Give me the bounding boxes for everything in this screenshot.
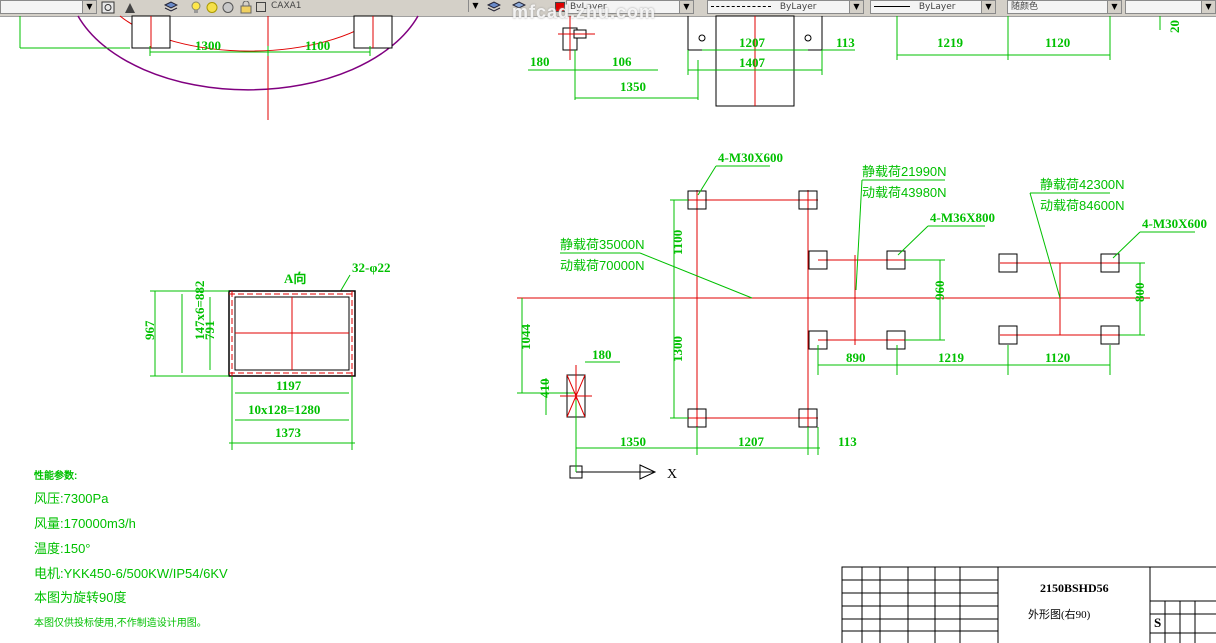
- notes-block: 性能参数: 风压:7300Pa 风量:170000m3/h 温度:150° 电机…: [33, 469, 228, 629]
- linetype-combo[interactable]: ByLayer ▼: [707, 0, 864, 14]
- ucs-icon: X: [569, 400, 677, 482]
- dim-410-plan: 410: [537, 379, 552, 399]
- toolbar-left-combo[interactable]: ▼: [0, 0, 97, 14]
- dim-180-top: 180: [530, 54, 550, 69]
- dim-1350-plan: 1350: [620, 434, 646, 449]
- note-footer: 本图仅供投标使用,不作制造设计用图。: [34, 616, 207, 629]
- dim-960-plan: 960: [932, 281, 947, 301]
- chevron-down-icon[interactable]: ▼: [468, 0, 482, 12]
- dim-1044-plan: 1044: [518, 324, 533, 351]
- color-combo[interactable]: ByLayer ▼: [566, 0, 694, 14]
- notes-header: 性能参数:: [33, 469, 77, 482]
- color-red-swatch: [555, 2, 565, 12]
- dim-1300-top: 1300: [195, 38, 221, 53]
- load2-static: 静载荷21990N: [862, 164, 947, 179]
- lineweight-preview: [874, 6, 910, 7]
- load3-static: 静载荷42300N: [1040, 177, 1125, 192]
- linetype-combo-label: ByLayer: [779, 2, 817, 12]
- chevron-down-icon[interactable]: ▼: [1201, 1, 1215, 13]
- note-temp: 温度:150°: [34, 541, 91, 556]
- lineweight-combo[interactable]: ByLayer ▼: [870, 0, 996, 14]
- title-block: 2150BSHD56 外形图(右90) S: [841, 566, 1216, 643]
- plan-view: 4-M30X600 4-M36X800 4-M30X600 静载荷35000N …: [517, 150, 1207, 482]
- dim-106-top: 106: [612, 54, 632, 69]
- linetype-preview: [711, 6, 771, 7]
- plotstyle-combo-label: 随颜色: [1011, 2, 1039, 12]
- note-flow: 风量:170000m3/h: [34, 516, 136, 531]
- bolt-label-2: 4-M36X800: [930, 210, 995, 225]
- dim-1373: 1373: [275, 425, 302, 440]
- load1-dynamic: 动载荷70000N: [560, 258, 645, 273]
- toolbar-right-combo[interactable]: ▼: [1125, 0, 1216, 14]
- note-pressure: 风压:7300Pa: [34, 491, 109, 506]
- layer-combo[interactable]: CAXA1 ▼: [268, 0, 482, 14]
- top-middle-view: 180 106 1350 1207 1407 113: [528, 15, 855, 107]
- bolt-label-3: 4-M30X600: [1142, 216, 1207, 231]
- view-a-title: A向: [284, 271, 306, 286]
- bolt-label-1: 4-M30X600: [718, 150, 783, 165]
- sun-icon[interactable]: [205, 1, 219, 14]
- dim-1197: 1197: [276, 378, 302, 393]
- dim-1100-plan: 1100: [670, 230, 685, 255]
- chevron-down-icon[interactable]: ▼: [981, 1, 995, 13]
- dim-1120-plan: 1120: [1045, 350, 1070, 365]
- note-motor: 电机:YKK450-6/500KW/IP54/6KV: [34, 566, 228, 581]
- sheet-letter: S: [1154, 615, 1161, 630]
- lightbulb-icon[interactable]: [189, 1, 203, 14]
- dim-791: 791: [202, 321, 217, 341]
- note-rotation: 本图为旋转90度: [34, 590, 126, 605]
- dim-1100-top: 1100: [305, 38, 330, 53]
- cad-toolbar: ▼ CAXA1 ▼ ByLayer ▼ ByLayer ▼ ByLayer ▼ …: [0, 0, 1216, 17]
- lineweight-combo-label: ByLayer: [918, 2, 956, 12]
- layer-prev-icon[interactable]: [101, 1, 115, 14]
- layer-manager-icon[interactable]: [164, 1, 178, 14]
- load2-dynamic: 动载荷43980N: [862, 185, 947, 200]
- chevron-down-icon[interactable]: ▼: [849, 1, 863, 13]
- top-right-dims: 1219 1120 20: [896, 16, 1182, 60]
- make-current-icon[interactable]: [512, 1, 526, 14]
- view-a-holes: 32-φ22: [352, 260, 390, 275]
- chevron-down-icon[interactable]: ▼: [82, 1, 96, 13]
- dim-1207-top: 1207: [739, 35, 766, 50]
- load1-static: 静载荷35000N: [560, 237, 645, 252]
- dim-967: 967: [142, 320, 157, 340]
- chevron-down-icon[interactable]: ▼: [679, 1, 693, 13]
- bolt-squares: [687, 190, 1120, 428]
- match-layer-icon[interactable]: [123, 1, 137, 14]
- dim-1207-plan: 1207: [738, 434, 765, 449]
- dim-890-plan: 890: [846, 350, 866, 365]
- layer-name: CAXA1: [271, 1, 302, 11]
- drawing-number: 2150BSHD56: [1040, 581, 1109, 595]
- top-left-view: 1300 1100: [19, 15, 419, 120]
- dim-1120-top: 1120: [1045, 35, 1070, 50]
- watermark: mfcad.zhu.com: [512, 2, 657, 22]
- color-combo-label: ByLayer: [570, 2, 607, 12]
- layer-properties-icon[interactable]: [487, 1, 501, 14]
- dim-1219-plan: 1219: [938, 350, 965, 365]
- view-a-flange: A向 32-φ22 967 147x6=882 791 1197 10x128=…: [142, 260, 390, 450]
- dim-20-top: 20: [1167, 20, 1182, 33]
- color-swatch-icon: [256, 2, 266, 12]
- dim-147x6: 147x6=882: [192, 281, 207, 340]
- dim-1300-plan: 1300: [670, 336, 685, 362]
- lock-icon[interactable]: [221, 1, 235, 14]
- load3-dynamic: 动载荷84600N: [1040, 198, 1125, 213]
- dim-113-plan: 113: [838, 434, 857, 449]
- drawing-name: 外形图(右90): [1028, 607, 1091, 621]
- dim-10x128: 10x128=1280: [248, 402, 320, 417]
- dim-800-plan: 800: [1132, 283, 1147, 303]
- dim-1350-top: 1350: [620, 79, 646, 94]
- axis-x-label: X: [667, 467, 677, 482]
- chevron-down-icon[interactable]: ▼: [1107, 1, 1121, 13]
- dim-113-top: 113: [836, 35, 855, 50]
- plotstyle-combo[interactable]: 随颜色 ▼: [1007, 0, 1122, 14]
- layer-state-icon[interactable]: [239, 1, 253, 14]
- dim-1219-top: 1219: [937, 35, 964, 50]
- dim-1407-top: 1407: [739, 55, 766, 70]
- dim-180-plan: 180: [592, 347, 612, 362]
